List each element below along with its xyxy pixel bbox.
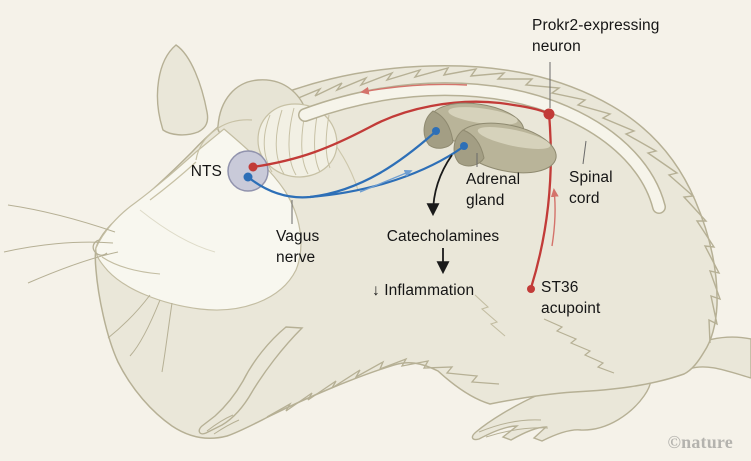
label-st36-acupoint: ST36 acupoint <box>541 279 601 317</box>
red-direction-arrow-spine <box>360 83 468 95</box>
nature-watermark: ©nature <box>667 432 733 452</box>
red-pathway-spine <box>252 100 550 169</box>
brain-outline <box>149 119 253 201</box>
st36-acupoint-dot <box>527 285 535 293</box>
adrenal-lower-blue-dot <box>460 142 468 150</box>
label-catecholamines: Catecholamines <box>386 228 500 245</box>
mouse-front-leg-near <box>198 326 304 435</box>
adrenal-upper-blue-dot <box>432 127 440 135</box>
fur-edge-hip <box>543 318 615 374</box>
label-prokr2-expressing-neuron: Prokr2-expressing neuron <box>532 17 660 55</box>
label-nts: NTS <box>190 163 222 180</box>
blue-pathway-branch-lower <box>309 146 464 199</box>
spinal-leader-line <box>582 140 587 165</box>
label-spinal-cord: Spinal cord <box>569 169 613 207</box>
fur-edge-flank <box>474 294 506 337</box>
adrenal-to-catecholamines-arrow <box>426 154 453 217</box>
label-inflammation: ↓ Inflammation <box>372 282 475 299</box>
mouse-whiskers <box>3 204 173 373</box>
nts-blue-origin-dot <box>243 172 253 182</box>
mouse-front-ear <box>156 44 209 136</box>
label-leader-lines <box>291 62 587 224</box>
fur-edge-belly <box>266 357 500 418</box>
nts-red-terminal-dot <box>248 162 258 172</box>
mouse-hind-toe-lines <box>478 419 549 438</box>
fur-edge-back <box>295 66 722 344</box>
label-adrenal-gland: Adrenal gland <box>466 171 521 209</box>
mouse-hind-foot <box>471 373 652 442</box>
nts-region <box>227 150 269 192</box>
spinal-cord-band <box>299 83 665 213</box>
mouse-cheek-contour <box>139 209 216 253</box>
mouse-mouth-line <box>101 256 161 275</box>
label-vagus-nerve: Vagus nerve <box>276 228 320 266</box>
red-direction-arrow-leg <box>550 188 559 247</box>
red-pathway-leg <box>529 113 553 289</box>
mouse-nose <box>92 239 108 256</box>
blue-direction-arrow <box>359 170 413 193</box>
mouse-front-toe-lines <box>206 414 240 435</box>
prokr2-neuron-dot <box>543 108 555 120</box>
